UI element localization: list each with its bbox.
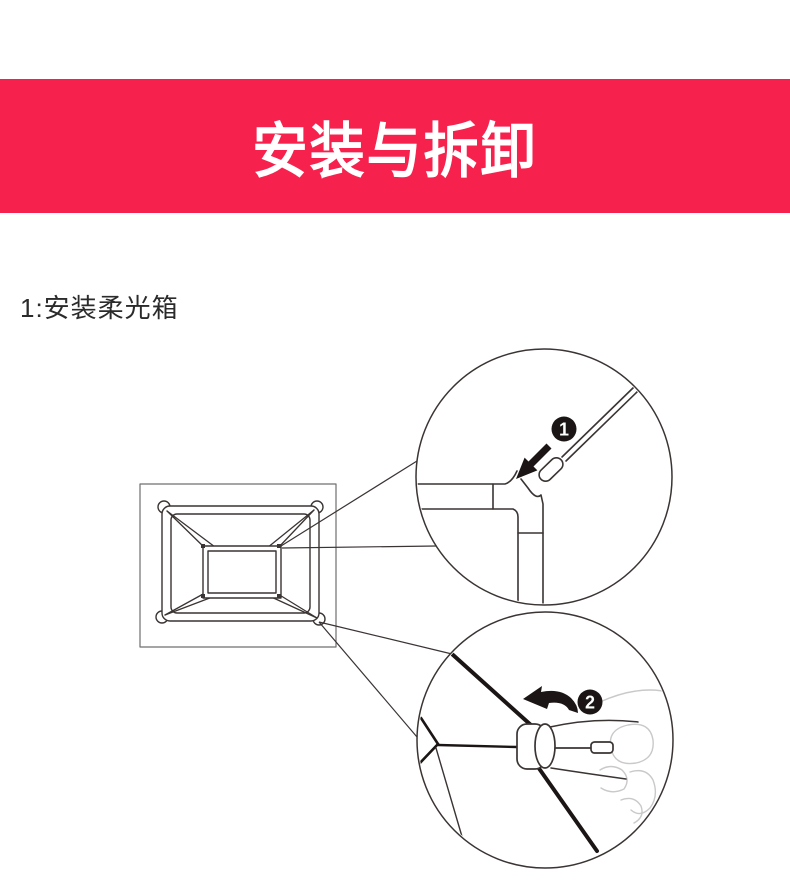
fabric-ribs (418, 652, 599, 853)
step-1-badge-number: 1 (559, 420, 569, 440)
insert-arrow-icon (516, 443, 552, 479)
callout-lines (280, 460, 453, 738)
rod-sleeve (549, 719, 639, 780)
diffuser-rect (201, 544, 282, 599)
step-label: 1:安装柔光箱 (20, 293, 179, 323)
rotate-arrow-icon (523, 686, 578, 713)
section-banner: 安装与拆卸 (0, 79, 790, 213)
detail-circle-2: 2 (416, 611, 674, 869)
step-2-badge: 2 (577, 689, 603, 715)
hand-outline (599, 689, 672, 824)
detail-circle-1: 1 (415, 348, 673, 606)
fabric-fold-lines (164, 509, 318, 619)
rod-holder (516, 723, 556, 770)
step-1-badge: 1 (551, 416, 577, 442)
banner-title: 安装与拆卸 (252, 117, 538, 185)
outer-square (139, 483, 337, 648)
corner-bracket (417, 470, 544, 604)
rod-tip (555, 741, 614, 754)
support-rod-icon (538, 386, 639, 483)
step-2-badge-number: 2 (585, 693, 595, 713)
softbox-top-view (139, 483, 337, 648)
diffuser-corner-nubs (201, 544, 281, 598)
